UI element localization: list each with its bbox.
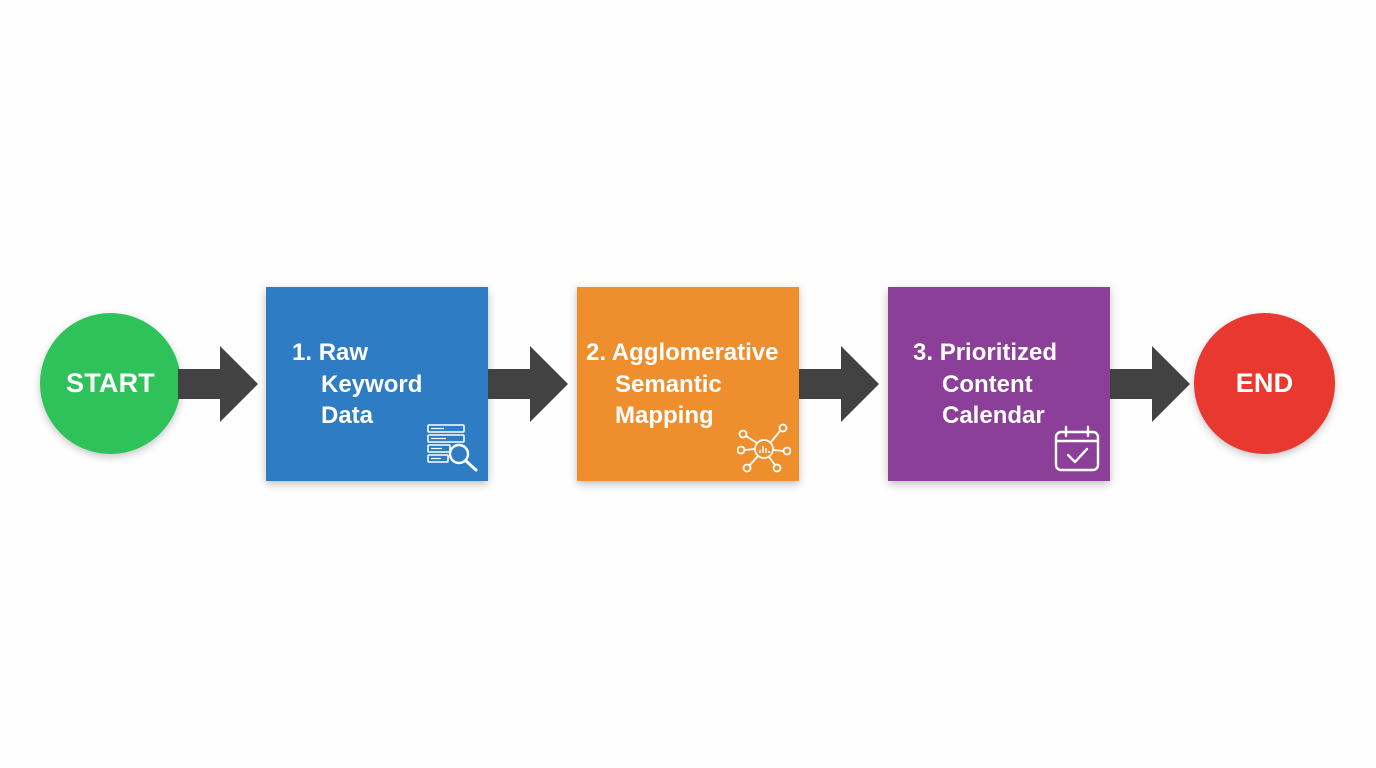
step-label-line: Prioritized bbox=[939, 339, 1058, 366]
flow-arrow bbox=[1110, 346, 1190, 422]
step-label-line: Keyword bbox=[321, 370, 423, 398]
step-number: 3. bbox=[913, 339, 934, 366]
flow-arrow bbox=[178, 346, 258, 422]
step-label-line: Calendar bbox=[942, 402, 1045, 429]
end-node: END bbox=[1194, 313, 1335, 454]
network-cluster-icon bbox=[737, 423, 791, 473]
flow-arrow bbox=[488, 346, 568, 422]
step-label: 1. Raw Keyword Data bbox=[292, 337, 422, 432]
step-box-agglomerative-semantic-mapping: 2. Agglomerative Semantic Mapping bbox=[577, 287, 799, 481]
step-box-prioritized-content-calendar: 3. Prioritized Content Calendar bbox=[888, 287, 1110, 481]
end-node-label: END bbox=[1235, 368, 1294, 398]
step-label-line: Data bbox=[321, 402, 374, 429]
start-node-label: START bbox=[66, 368, 155, 398]
calendar-check-icon bbox=[1054, 425, 1100, 472]
flow-arrow bbox=[799, 346, 879, 422]
step-box-raw-keyword-data: 1. Raw Keyword Data bbox=[266, 287, 488, 481]
keyword-search-icon bbox=[427, 424, 478, 472]
step-label: 3. Prioritized Content Calendar bbox=[913, 337, 1057, 432]
step-label-line: Content bbox=[942, 370, 1033, 398]
step-label-line: Raw bbox=[318, 339, 369, 366]
step-label-line: Mapping bbox=[615, 402, 714, 429]
step-number: 1. bbox=[292, 339, 313, 366]
step-label: 2. Agglomerative Semantic Mapping bbox=[586, 337, 779, 432]
step-label-line: Semantic bbox=[615, 370, 722, 398]
start-node: START bbox=[40, 313, 181, 454]
step-number: 2. bbox=[586, 339, 607, 366]
step-label-line: Agglomerative bbox=[611, 339, 779, 366]
